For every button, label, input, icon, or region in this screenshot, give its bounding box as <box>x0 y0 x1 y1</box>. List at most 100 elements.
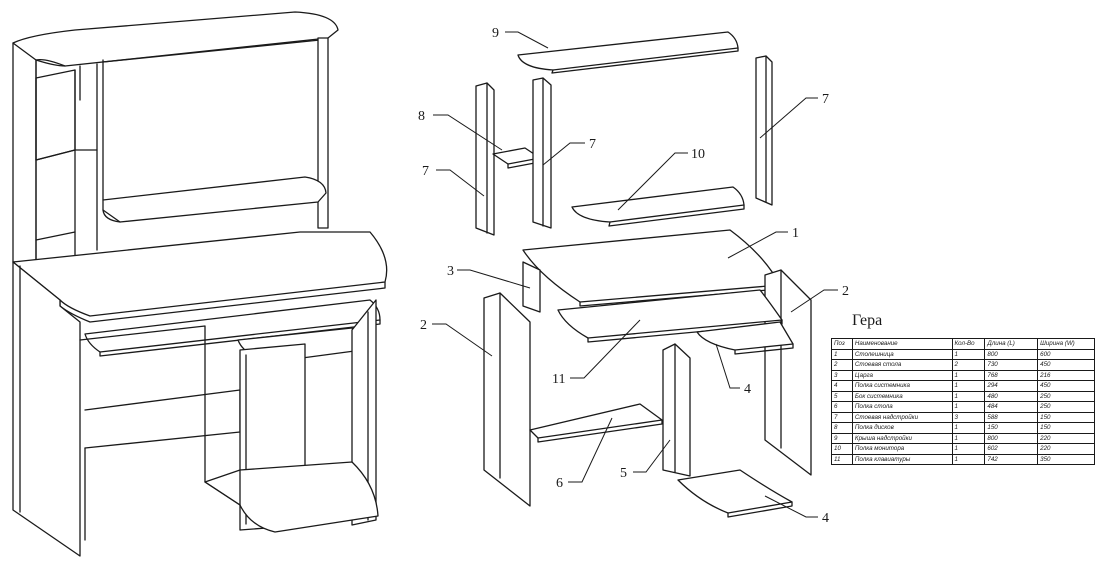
cell-quantity: 1 <box>951 432 986 444</box>
cell-width: 450 <box>1037 359 1095 371</box>
cell-quantity: 1 <box>951 453 986 465</box>
part-7-center-upright <box>532 77 552 229</box>
cell-length: 294 <box>984 380 1039 392</box>
part-7-right-upright <box>755 55 773 206</box>
hutch-top <box>12 11 339 67</box>
desk-top <box>12 231 388 317</box>
cell-width: 220 <box>1037 443 1095 455</box>
cell-length: 588 <box>984 411 1039 423</box>
cell-quantity: 1 <box>951 348 986 360</box>
cell-position: 9 <box>831 432 853 444</box>
cell-name: Стоевая стола <box>851 359 953 371</box>
cell-position: 5 <box>831 390 853 402</box>
callout-11: 11 <box>552 372 565 387</box>
callout-4-lower: 4 <box>822 511 829 526</box>
cell-width: 150 <box>1037 422 1095 434</box>
cell-quantity: 1 <box>951 369 986 381</box>
hutch-monitor-shelf <box>102 176 327 223</box>
cell-position: 10 <box>831 443 853 455</box>
part-5-system-side <box>662 343 691 477</box>
cell-position: 4 <box>831 380 853 392</box>
desk-left-side <box>12 261 81 557</box>
cell-name: Царга <box>851 369 953 381</box>
cell-quantity: 1 <box>951 422 986 434</box>
cell-name: Столешница <box>851 348 953 360</box>
cell-quantity: 1 <box>951 401 986 413</box>
cell-length: 602 <box>984 443 1039 455</box>
assembled-desk-view <box>12 11 388 557</box>
cell-quantity: 1 <box>951 443 986 455</box>
cell-name: Бок системника <box>851 390 953 402</box>
cell-name: Стоевая надстройки <box>851 411 953 423</box>
cell-quantity: 1 <box>951 390 986 402</box>
cell-width: 216 <box>1037 369 1095 381</box>
part-4-upper-shelf <box>696 321 794 351</box>
cell-position: 1 <box>831 348 853 360</box>
spec-title: Гера <box>852 312 883 329</box>
cell-position: 6 <box>831 401 853 413</box>
callout-2-right: 2 <box>842 284 849 299</box>
col-header-length: Длина (L) <box>984 338 1039 350</box>
callout-8: 8 <box>418 109 425 124</box>
leader-lines <box>432 31 838 518</box>
col-header-name: Наименование <box>851 338 953 350</box>
part-7-left-upright <box>475 82 495 236</box>
col-header-quantity: Кол-Во <box>951 338 986 350</box>
callout-1: 1 <box>792 226 799 241</box>
exploded-parts-view <box>475 31 812 518</box>
cell-name: Полка дисков <box>851 422 953 434</box>
cell-name: Полка клавиатуры <box>851 453 953 465</box>
cell-length: 150 <box>984 422 1039 434</box>
computer-shelf <box>204 461 379 533</box>
callout-7-left: 7 <box>422 164 429 179</box>
cell-name: Крыша надстройки <box>851 432 953 444</box>
callout-3: 3 <box>447 264 454 279</box>
cell-width: 600 <box>1037 348 1095 360</box>
cell-width: 350 <box>1037 453 1095 465</box>
part-6-desk-shelf <box>529 403 663 439</box>
spec-table: Поз Наименование Кол-Во Длина (L) Ширина… <box>831 338 1095 465</box>
part-3-apron <box>522 261 541 313</box>
callout-10: 10 <box>691 147 705 162</box>
callout-4-upper: 4 <box>744 382 751 397</box>
callout-7-center: 7 <box>589 137 596 152</box>
cell-length: 742 <box>984 453 1039 465</box>
cell-length: 484 <box>984 401 1039 413</box>
part-10-monitor-shelf <box>571 186 745 223</box>
cell-quantity: 2 <box>951 359 986 371</box>
cell-width: 450 <box>1037 380 1095 392</box>
cell-width: 250 <box>1037 401 1095 413</box>
cell-length: 768 <box>984 369 1039 381</box>
cell-width: 250 <box>1037 390 1095 402</box>
cell-position: 3 <box>831 369 853 381</box>
callout-2-left: 2 <box>420 318 427 333</box>
cell-name: Полка стола <box>851 401 953 413</box>
cell-quantity: 1 <box>951 380 986 392</box>
callout-9: 9 <box>492 26 499 41</box>
col-header-position: Поз <box>831 338 853 350</box>
spec-header-row: Поз Наименование Кол-Во Длина (L) Ширина… <box>831 338 1095 350</box>
hutch-left-side <box>12 42 37 263</box>
part-2-left-side <box>483 292 531 507</box>
callout-5: 5 <box>620 466 627 481</box>
col-header-width: Ширина (W) <box>1037 338 1095 350</box>
cell-width: 220 <box>1037 432 1095 444</box>
cell-length: 800 <box>984 432 1039 444</box>
callout-7-right: 7 <box>822 92 829 107</box>
cell-name: Полка системника <box>851 380 953 392</box>
part-4-lower-shelf <box>677 469 793 514</box>
callout-labels: 9 8 7 7 7 10 1 3 2 2 11 4 6 5 4 <box>418 26 849 526</box>
cell-name: Полка монитора <box>851 443 953 455</box>
cell-length: 730 <box>984 359 1039 371</box>
